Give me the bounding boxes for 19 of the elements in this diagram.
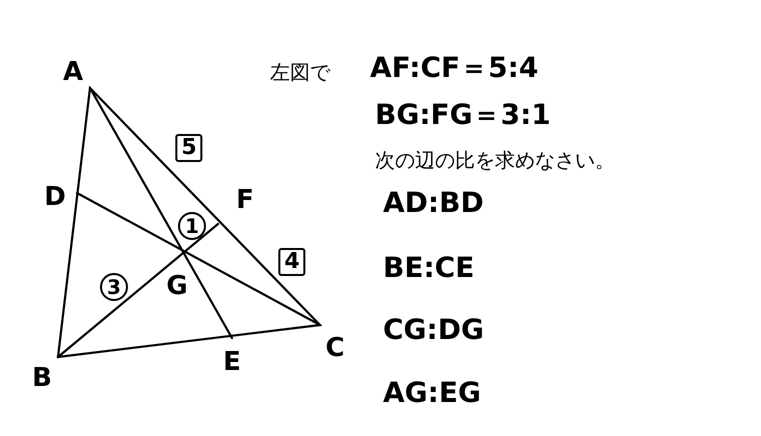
problem-text: 次の辺の比を求めなさい。 [375, 150, 615, 170]
segment-ratio-label: 3 [100, 273, 128, 301]
point-label: E [223, 349, 241, 375]
point-label: D [44, 184, 66, 210]
problem-text: AG:EG [383, 379, 481, 407]
problem-text: BG:FG＝3:1 [375, 101, 551, 129]
point-label: F [236, 187, 254, 213]
problem-text: BE:CE [383, 254, 474, 282]
problem-text: AF:CF＝5:4 [370, 54, 538, 82]
point-label: C [325, 335, 345, 361]
problem-text: AD:BD [383, 189, 484, 217]
point-label: G [166, 273, 188, 299]
problem-text: 左図で [270, 62, 330, 82]
length-ratio-label: 4 [278, 248, 306, 276]
problem-text: CG:DG [383, 316, 484, 344]
segment-ratio-label: 1 [178, 212, 206, 240]
point-label: B [32, 365, 52, 391]
point-label: A [62, 59, 84, 85]
length-ratio-label: 5 [175, 134, 203, 162]
